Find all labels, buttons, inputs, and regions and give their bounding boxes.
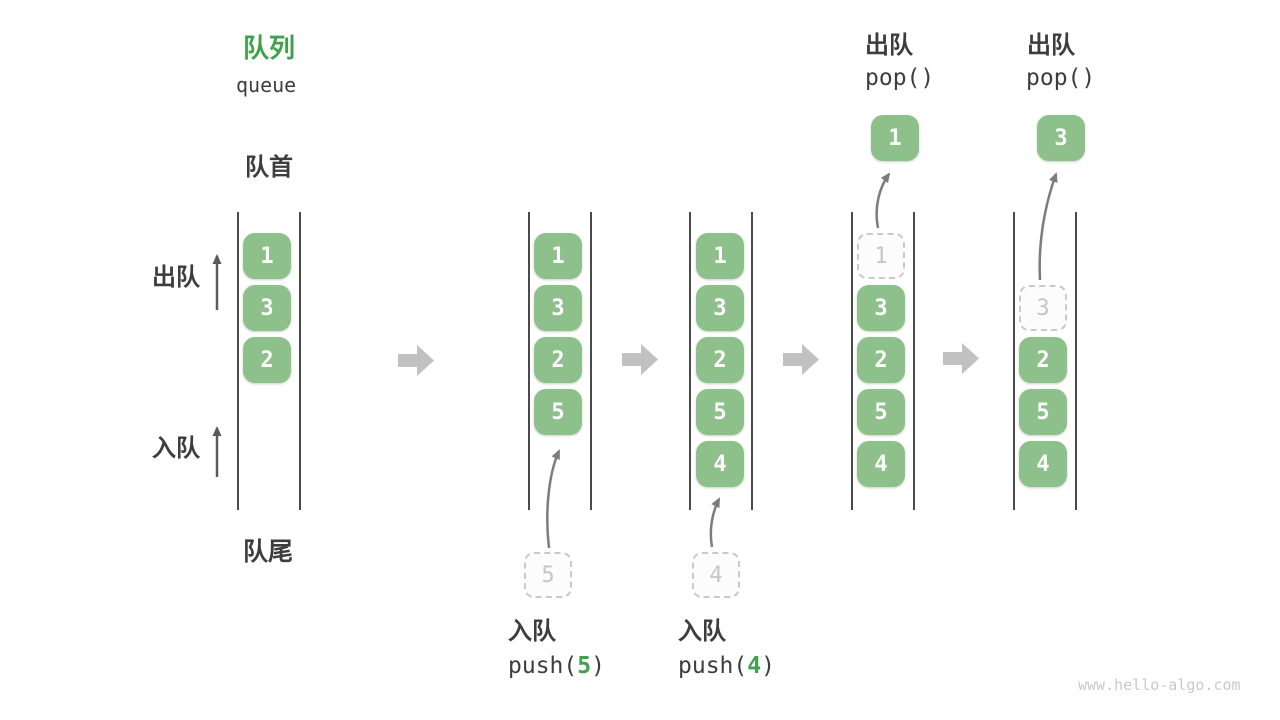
- page-title: 队列: [243, 33, 296, 63]
- label-enqueue-op: 入队: [678, 618, 726, 645]
- code-push-suffix: ): [761, 653, 775, 679]
- queue-item: 4: [1019, 441, 1067, 487]
- queue-item: 2: [857, 337, 905, 383]
- label-enqueue-side: 入队: [152, 435, 200, 462]
- queue4-rail-left: [851, 212, 853, 510]
- label-dequeue-op: 出队: [865, 32, 913, 59]
- watermark: www.hello-algo.com: [1078, 676, 1241, 694]
- queue-item: 4: [696, 441, 744, 487]
- queue5-rail-right: [1075, 212, 1077, 510]
- page-subtitle: queue: [236, 73, 297, 97]
- queue-item: 5: [534, 389, 582, 435]
- label-queue-front: 队首: [245, 154, 293, 181]
- code-push: push(5): [508, 653, 605, 679]
- push4-flow-arrow-icon: [709, 497, 721, 548]
- queue-item: 3: [534, 285, 582, 331]
- queue1-rail-left: [237, 212, 239, 510]
- queue-item-ghost: 1: [857, 233, 905, 279]
- queue-item: 3: [696, 285, 744, 331]
- popped-item: 1: [871, 115, 919, 161]
- popped-item: 3: [1037, 115, 1085, 161]
- push5-flow-arrow-icon: [546, 449, 561, 549]
- pop3-flow-arrow-icon: [1038, 172, 1058, 281]
- queue-item: 2: [1019, 337, 1067, 383]
- code-push-suffix: ): [591, 653, 605, 679]
- code-push-prefix: push(: [508, 653, 578, 679]
- step-arrow-icon: [783, 344, 819, 375]
- label-dequeue-side: 出队: [152, 264, 200, 291]
- incoming-item: 5: [524, 552, 572, 598]
- queue2-rail-right: [590, 212, 592, 510]
- step-arrow-icon: [943, 343, 979, 374]
- step-arrow-icon: [622, 344, 658, 375]
- queue-item: 2: [696, 337, 744, 383]
- label-queue-rear: 队尾: [243, 538, 294, 566]
- step-arrow-icon: [398, 345, 434, 376]
- label-dequeue-op: 出队: [1027, 32, 1075, 59]
- queue-item: 2: [534, 337, 582, 383]
- code-push-prefix: push(: [678, 653, 748, 679]
- queue1-rail-right: [299, 212, 301, 510]
- queue-item-ghost: 3: [1019, 285, 1067, 331]
- queue-item: 1: [696, 233, 744, 279]
- queue5-rail-left: [1013, 212, 1015, 510]
- queue-item: 1: [243, 233, 291, 279]
- queue-item: 3: [243, 285, 291, 331]
- queue3-rail-left: [689, 212, 691, 510]
- code-push: push(4): [678, 653, 775, 679]
- code-pop: pop(): [865, 65, 935, 91]
- queue-item: 5: [1019, 389, 1067, 435]
- incoming-item: 4: [692, 552, 740, 598]
- queue-item: 2: [243, 337, 291, 383]
- queue4-rail-right: [913, 212, 915, 510]
- code-push-arg: 4: [747, 653, 762, 679]
- label-enqueue-op: 入队: [508, 618, 556, 645]
- queue-item: 1: [534, 233, 582, 279]
- queue3-rail-right: [751, 212, 753, 510]
- code-pop: pop(): [1026, 65, 1096, 91]
- queue2-rail-left: [528, 212, 530, 510]
- queue-item: 3: [857, 285, 905, 331]
- queue-item: 4: [857, 441, 905, 487]
- queue-item: 5: [857, 389, 905, 435]
- queue-item: 5: [696, 389, 744, 435]
- code-push-arg: 5: [577, 653, 592, 679]
- pop1-flow-arrow-icon: [875, 172, 891, 229]
